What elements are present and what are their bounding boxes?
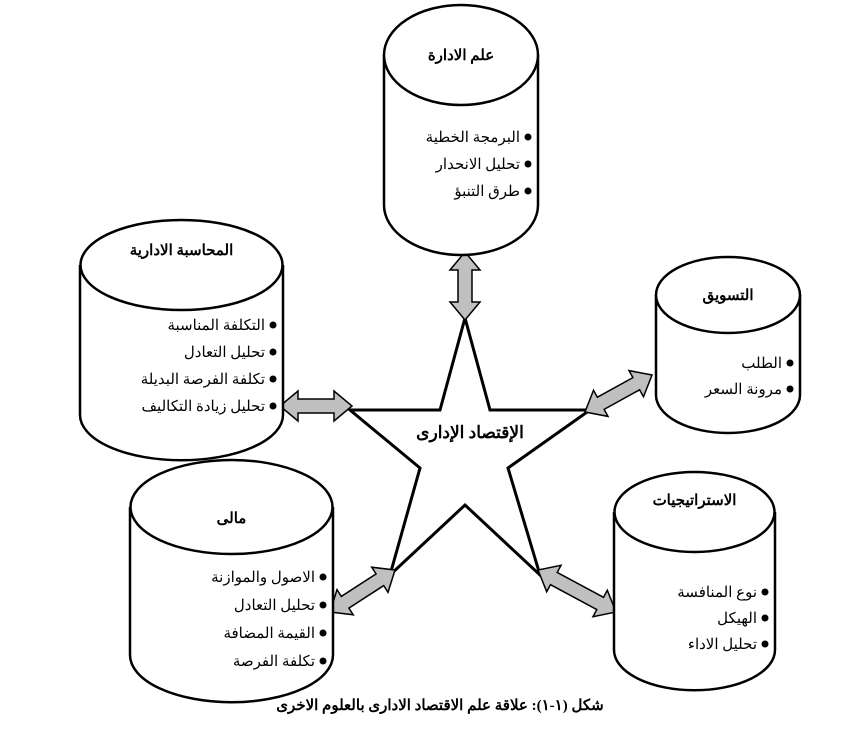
bullet-icon	[269, 348, 277, 356]
node-item: نوع المنافسة	[677, 585, 757, 601]
node-item: تحليل التعادل	[234, 598, 315, 614]
double-arrow-strategies	[536, 564, 618, 618]
node-title: المحاسبة الادارية	[130, 243, 234, 259]
node-marketing: التسويق الطلب مرونة السعر	[654, 255, 802, 435]
cylinder-body	[78, 265, 285, 462]
cylinder-body	[612, 512, 777, 692]
node-management-science: علم الادارة البرمجة الخطية تحليل الانحدار ط…	[382, 3, 540, 257]
node-title: مالى	[217, 511, 247, 527]
cylinder-top	[613, 470, 776, 554]
node-item: تكلفة الفرصة البديلة	[141, 372, 265, 388]
node-item: تحليل زيادة التكاليف	[142, 399, 265, 415]
double-arrow-marketing	[583, 369, 654, 418]
node-title: التسويق	[702, 288, 753, 304]
node-item: مرونة السعر	[704, 382, 782, 398]
node-managerial-accounting: المحاسبة الادارية التكلفة المناسبة تحليل ا…	[78, 218, 285, 462]
node-item: الاصول والموازنة	[211, 570, 315, 586]
cylinder-top	[654, 255, 802, 335]
bullet-icon	[269, 402, 277, 410]
node-item: تكلفة الفرصة	[233, 654, 315, 670]
cylinder-body	[654, 295, 802, 435]
bullet-icon	[269, 375, 277, 383]
bullet-icon	[524, 187, 532, 195]
bullet-icon	[319, 601, 327, 609]
node-item: الطلب	[741, 356, 782, 372]
node-item: الهيكل	[717, 611, 757, 627]
node-item: البرمجة الخطية	[426, 130, 520, 146]
bullet-icon	[761, 640, 769, 648]
cylinder-top	[382, 3, 540, 107]
node-item: القيمة المضافة	[223, 626, 315, 642]
bullet-icon	[761, 588, 769, 596]
bullet-icon	[786, 359, 794, 367]
node-finance: مالى الاصول والموازنة تحليل التعادل القيمة …	[128, 458, 335, 704]
bullet-icon	[319, 573, 327, 581]
bullet-icon	[761, 614, 769, 622]
node-strategies: الاستراتيجيات نوع المنافسة الهيكل تحليل الا…	[612, 470, 777, 692]
node-item: التكلفة المناسبة	[167, 318, 265, 334]
node-item: تحليل التعادل	[184, 345, 265, 361]
node-title: الاستراتيجيات	[653, 493, 737, 509]
cylinder-top	[129, 458, 334, 556]
bullet-icon	[524, 160, 532, 168]
bullet-icon	[269, 321, 277, 329]
cylinder-top	[79, 218, 284, 312]
bullet-icon	[319, 657, 327, 665]
central-star	[345, 312, 595, 580]
cylinder-body	[382, 55, 540, 257]
center-label: الإقتصاد الإدارى	[416, 423, 524, 443]
cylinder-body	[128, 507, 335, 704]
node-item: تحليل الانحدار	[435, 157, 520, 173]
bullet-icon	[524, 133, 532, 141]
double-arrow-accounting	[278, 389, 354, 423]
node-item: تحليل الاداء	[688, 637, 757, 653]
double-arrow-finance	[329, 566, 396, 616]
node-title: علم الادارة	[428, 48, 494, 64]
node-item: طرق التنبؤ	[453, 184, 520, 200]
double-arrow-management	[448, 250, 482, 322]
bullet-icon	[786, 385, 794, 393]
bullet-icon	[319, 629, 327, 637]
figure-caption: شكل (١-١): علاقة علم الاقتصاد الادارى با…	[276, 698, 603, 714]
